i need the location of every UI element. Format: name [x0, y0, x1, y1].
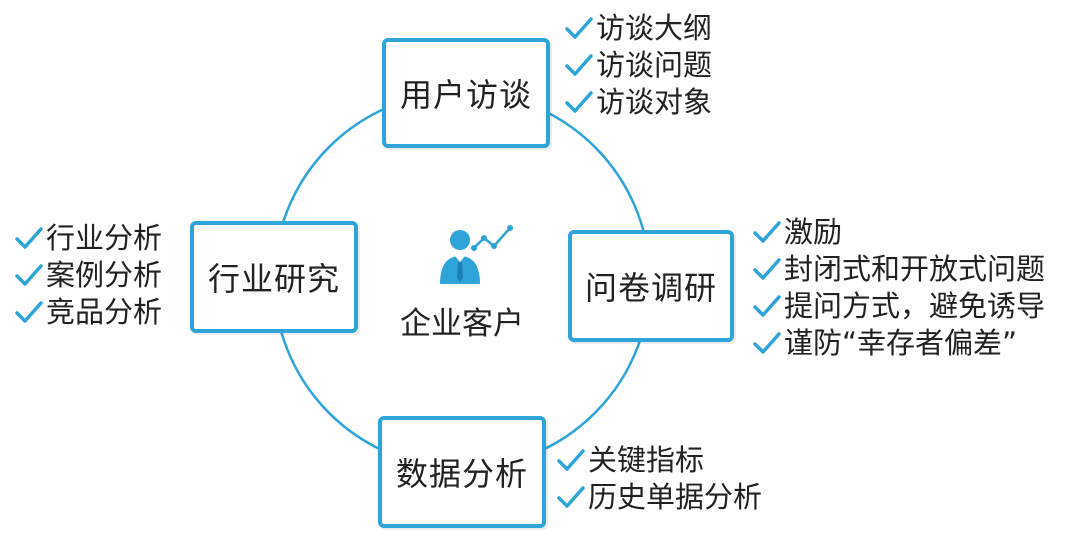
checklist-item: 历史单据分析	[556, 479, 762, 516]
checklist-item-text: 提问方式，避免诱导	[784, 289, 1046, 323]
checklist-user-interview: 访谈大纲 访谈问题 访谈对象	[564, 10, 712, 121]
checklist-item-text: 访谈问题	[596, 48, 713, 82]
check-icon	[753, 331, 781, 354]
checklist-item: 访谈大纲	[564, 10, 712, 47]
checklist-item-text: 历史单据分析	[588, 480, 763, 514]
check-icon	[753, 220, 781, 243]
checklist-item: 访谈对象	[564, 84, 712, 121]
checklist-item: 谨防“幸存者偏差”	[752, 325, 1045, 362]
checklist-questionnaire-survey: 激励 封闭式和开放式问题 提问方式，避免诱导 谨防“幸存者偏差”	[752, 214, 1045, 362]
customer-growth-icon	[440, 225, 513, 284]
checklist-item: 提问方式，避免诱导	[752, 288, 1045, 325]
checklist-item-text: 关键指标	[588, 443, 705, 477]
check-icon	[753, 294, 781, 317]
node-data-analysis: 数据分析	[378, 416, 546, 528]
check-icon	[753, 257, 781, 280]
check-icon	[15, 226, 43, 249]
checklist-item: 行业分析	[14, 220, 162, 257]
checklist-item: 案例分析	[14, 257, 162, 294]
checklist-item-text: 访谈大纲	[596, 11, 713, 45]
node-questionnaire-survey: 问卷调研	[568, 230, 734, 342]
checklist-industry-research: 行业分析 案例分析 竞品分析	[14, 220, 162, 331]
checklist-item-text: 激励	[784, 215, 843, 249]
checklist-item-text: 封闭式和开放式问题	[784, 252, 1046, 286]
checklist-item-text: 谨防“幸存者偏差”	[784, 326, 1018, 360]
node-user-interview: 用户访谈	[382, 38, 550, 148]
check-icon	[565, 90, 593, 113]
checklist-item: 激励	[752, 214, 1045, 251]
checklist-item-text: 竞品分析	[46, 295, 163, 329]
check-icon	[557, 485, 585, 508]
check-icon	[565, 53, 593, 76]
check-icon	[557, 448, 585, 471]
center-label: 企业客户	[400, 306, 524, 342]
check-icon	[565, 16, 593, 39]
checklist-item-text: 行业分析	[46, 221, 163, 255]
checklist-item-text: 访谈对象	[596, 85, 713, 119]
checklist-item: 关键指标	[556, 442, 762, 479]
checklist-item: 访谈问题	[564, 47, 712, 84]
check-icon	[15, 300, 43, 323]
checklist-data-analysis: 关键指标 历史单据分析	[556, 442, 762, 516]
node-industry-research: 行业研究	[190, 221, 358, 333]
check-icon	[15, 263, 43, 286]
checklist-item-text: 案例分析	[46, 258, 163, 292]
checklist-item: 竞品分析	[14, 294, 162, 331]
checklist-item: 封闭式和开放式问题	[752, 251, 1045, 288]
